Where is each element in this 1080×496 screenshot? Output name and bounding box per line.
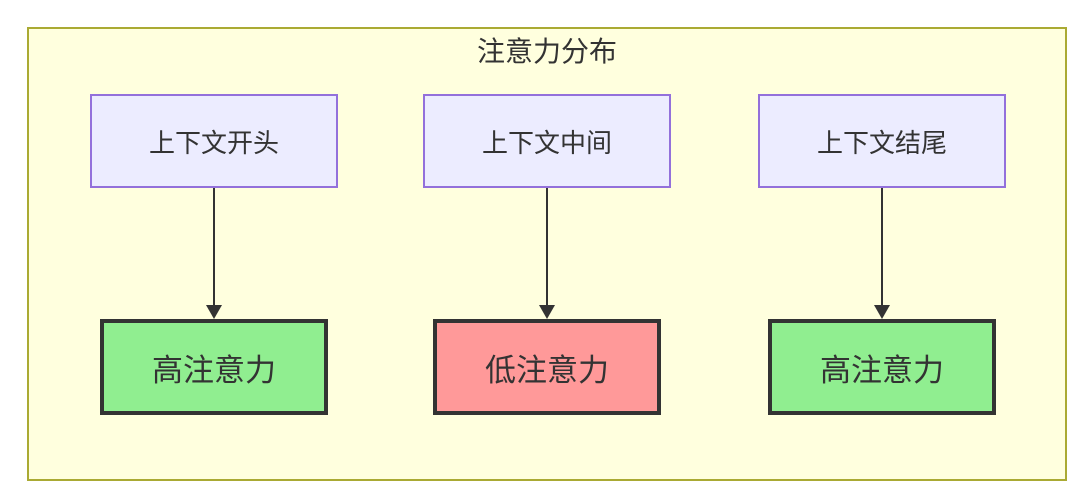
node-context-start: 上下文开头	[90, 94, 338, 188]
flow-column-context-end: 上下文结尾 高注意力	[758, 94, 1006, 415]
node-low-attention-label: 低注意力	[485, 352, 609, 388]
arrow-head-icon	[206, 305, 222, 319]
arrow-head-icon	[874, 305, 890, 319]
node-context-end: 上下文结尾	[758, 94, 1006, 188]
node-context-end-label: 上下文结尾	[816, 127, 947, 158]
arrow-start-to-high	[206, 188, 222, 319]
arrow-line	[545, 188, 549, 306]
arrow-line	[212, 188, 216, 306]
arrow-line	[880, 188, 884, 306]
node-context-start-label: 上下文开头	[148, 127, 279, 158]
node-context-middle-label: 上下文中间	[481, 127, 612, 158]
arrow-end-to-high	[874, 188, 890, 319]
node-low-attention: 低注意力	[433, 319, 661, 415]
subgraph-container: 注意力分布 上下文开头 高注意力 上下文中间 低注意力	[27, 27, 1067, 481]
arrow-middle-to-low	[539, 188, 555, 319]
flow-column-context-middle: 上下文中间 低注意力	[423, 94, 671, 415]
node-high-attention-1-label: 高注意力	[152, 352, 276, 388]
node-context-middle: 上下文中间	[423, 94, 671, 188]
node-high-attention-1: 高注意力	[100, 319, 328, 415]
arrow-head-icon	[539, 305, 555, 319]
flow-column-context-start: 上下文开头 高注意力	[90, 94, 338, 415]
diagram-title: 注意力分布	[476, 36, 617, 67]
node-high-attention-2-label: 高注意力	[820, 352, 944, 388]
node-high-attention-2: 高注意力	[768, 319, 996, 415]
